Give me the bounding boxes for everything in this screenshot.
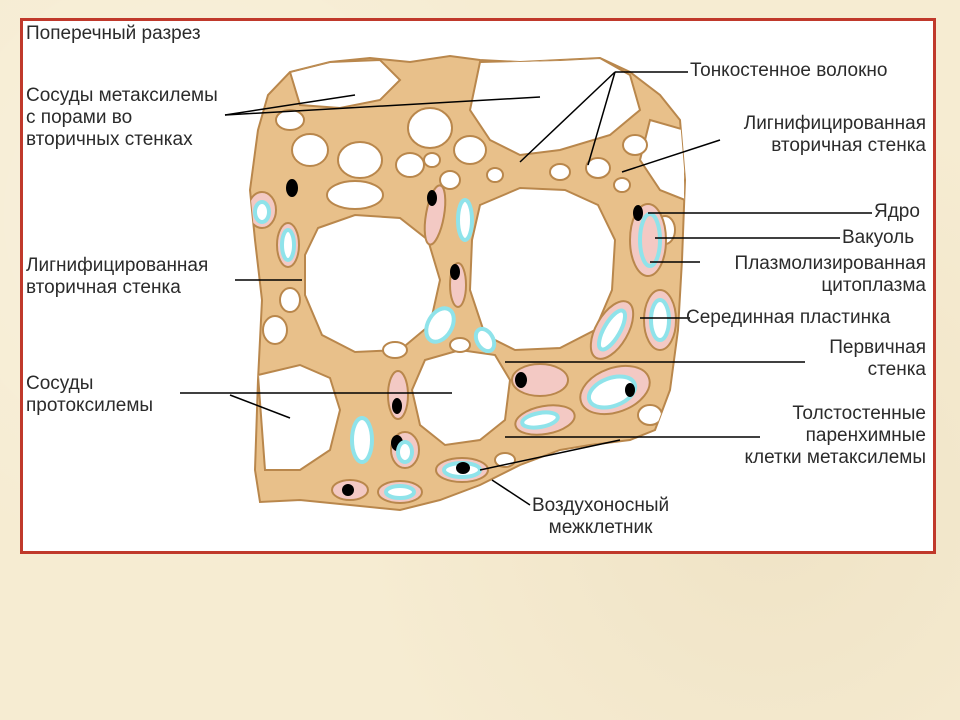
label-middle-lamella: Серединная пластинка [686, 307, 891, 328]
protoxylem-vessel [256, 363, 342, 471]
vessel-large-left [304, 213, 442, 354]
label-thin-fiber: Тонкостенное волокно [690, 60, 888, 81]
vessel-large-center [468, 186, 617, 352]
label-metaxylem-vessels: Сосуды метаксилемы с порами во вторичных… [26, 85, 218, 150]
label-thick-parenchyma: Толстостенные паренхимные клетки метакси… [744, 403, 926, 468]
label-plasmolyzed-cytoplasm: Плазмолизированная цитоплазма [734, 253, 926, 296]
nucleus [633, 205, 643, 221]
parenchyma-cells [250, 179, 677, 504]
label-protoxylem: Сосуды протоксилемы [26, 373, 154, 416]
top-left-white-area [288, 58, 402, 110]
label-primary-wall: Первичная стенка [829, 337, 926, 380]
label-lignified-wall-top: Лигнифицированная вторичная стенка [743, 113, 926, 156]
label-lignified-wall-left: Лигнифицированная вторичная стенка [26, 255, 209, 298]
leader-lines [180, 71, 872, 506]
label-nucleus: Ядро [874, 201, 920, 222]
vessel-lower-center [410, 348, 512, 447]
tissue [248, 54, 687, 512]
label-air-space: Воздухоносный межклетник [532, 495, 670, 538]
label-vacuole: Вакуоль [842, 227, 915, 248]
diagram-title: Поперечный разрез [26, 23, 201, 44]
